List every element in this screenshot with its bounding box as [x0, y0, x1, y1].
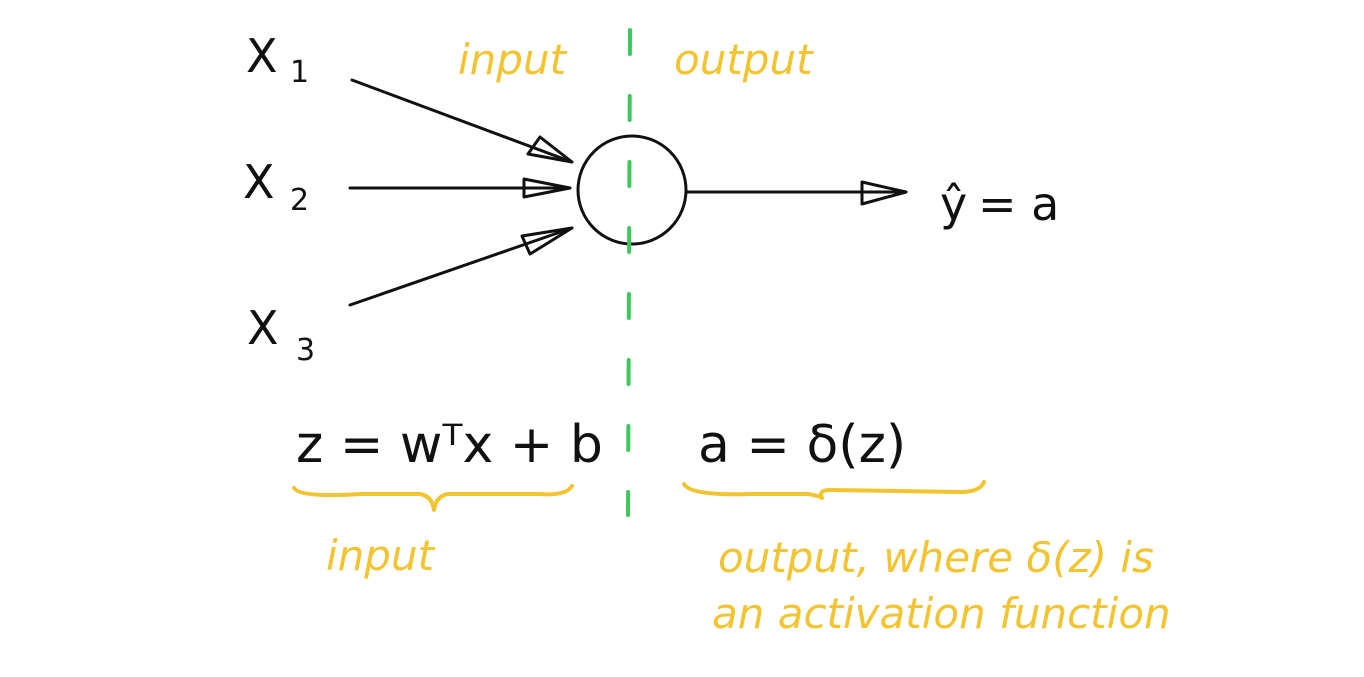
- input-x2-label: X 2: [243, 155, 309, 218]
- output-brace: [682, 480, 986, 500]
- input-equation: z = wᵀx + b: [296, 415, 603, 475]
- input-x3-subscript: 3: [296, 333, 315, 368]
- input-x2-subscript: 2: [290, 183, 309, 218]
- output-arrow: [684, 180, 908, 206]
- output-equation: a = δ(z): [698, 415, 906, 475]
- bottom-output-line2: an activation function: [712, 589, 1171, 638]
- output-equals-a: = a: [978, 177, 1059, 231]
- output-label: ŷ = a: [940, 177, 1059, 231]
- input-arrow-1: [350, 78, 574, 164]
- top-input-label: input: [458, 35, 568, 84]
- top-output-label: output: [674, 35, 814, 84]
- bottom-input-label: input: [326, 531, 436, 580]
- input-brace: [292, 484, 574, 512]
- output-yhat: ŷ: [940, 177, 967, 231]
- input-x2-symbol: X: [243, 155, 275, 209]
- bottom-output-line1: output, where δ(z) is: [718, 533, 1154, 582]
- input-x1-symbol: X: [246, 29, 278, 83]
- input-x3-symbol: X: [247, 301, 279, 355]
- input-output-divider: [626, 28, 632, 517]
- input-x1-label: X 1: [246, 29, 309, 90]
- input-arrow-3: [348, 226, 574, 307]
- input-arrow-2: [348, 177, 572, 199]
- input-x1-subscript: 1: [290, 55, 309, 90]
- input-x3-label: X 3: [247, 301, 315, 368]
- neuron-circle: [576, 134, 688, 246]
